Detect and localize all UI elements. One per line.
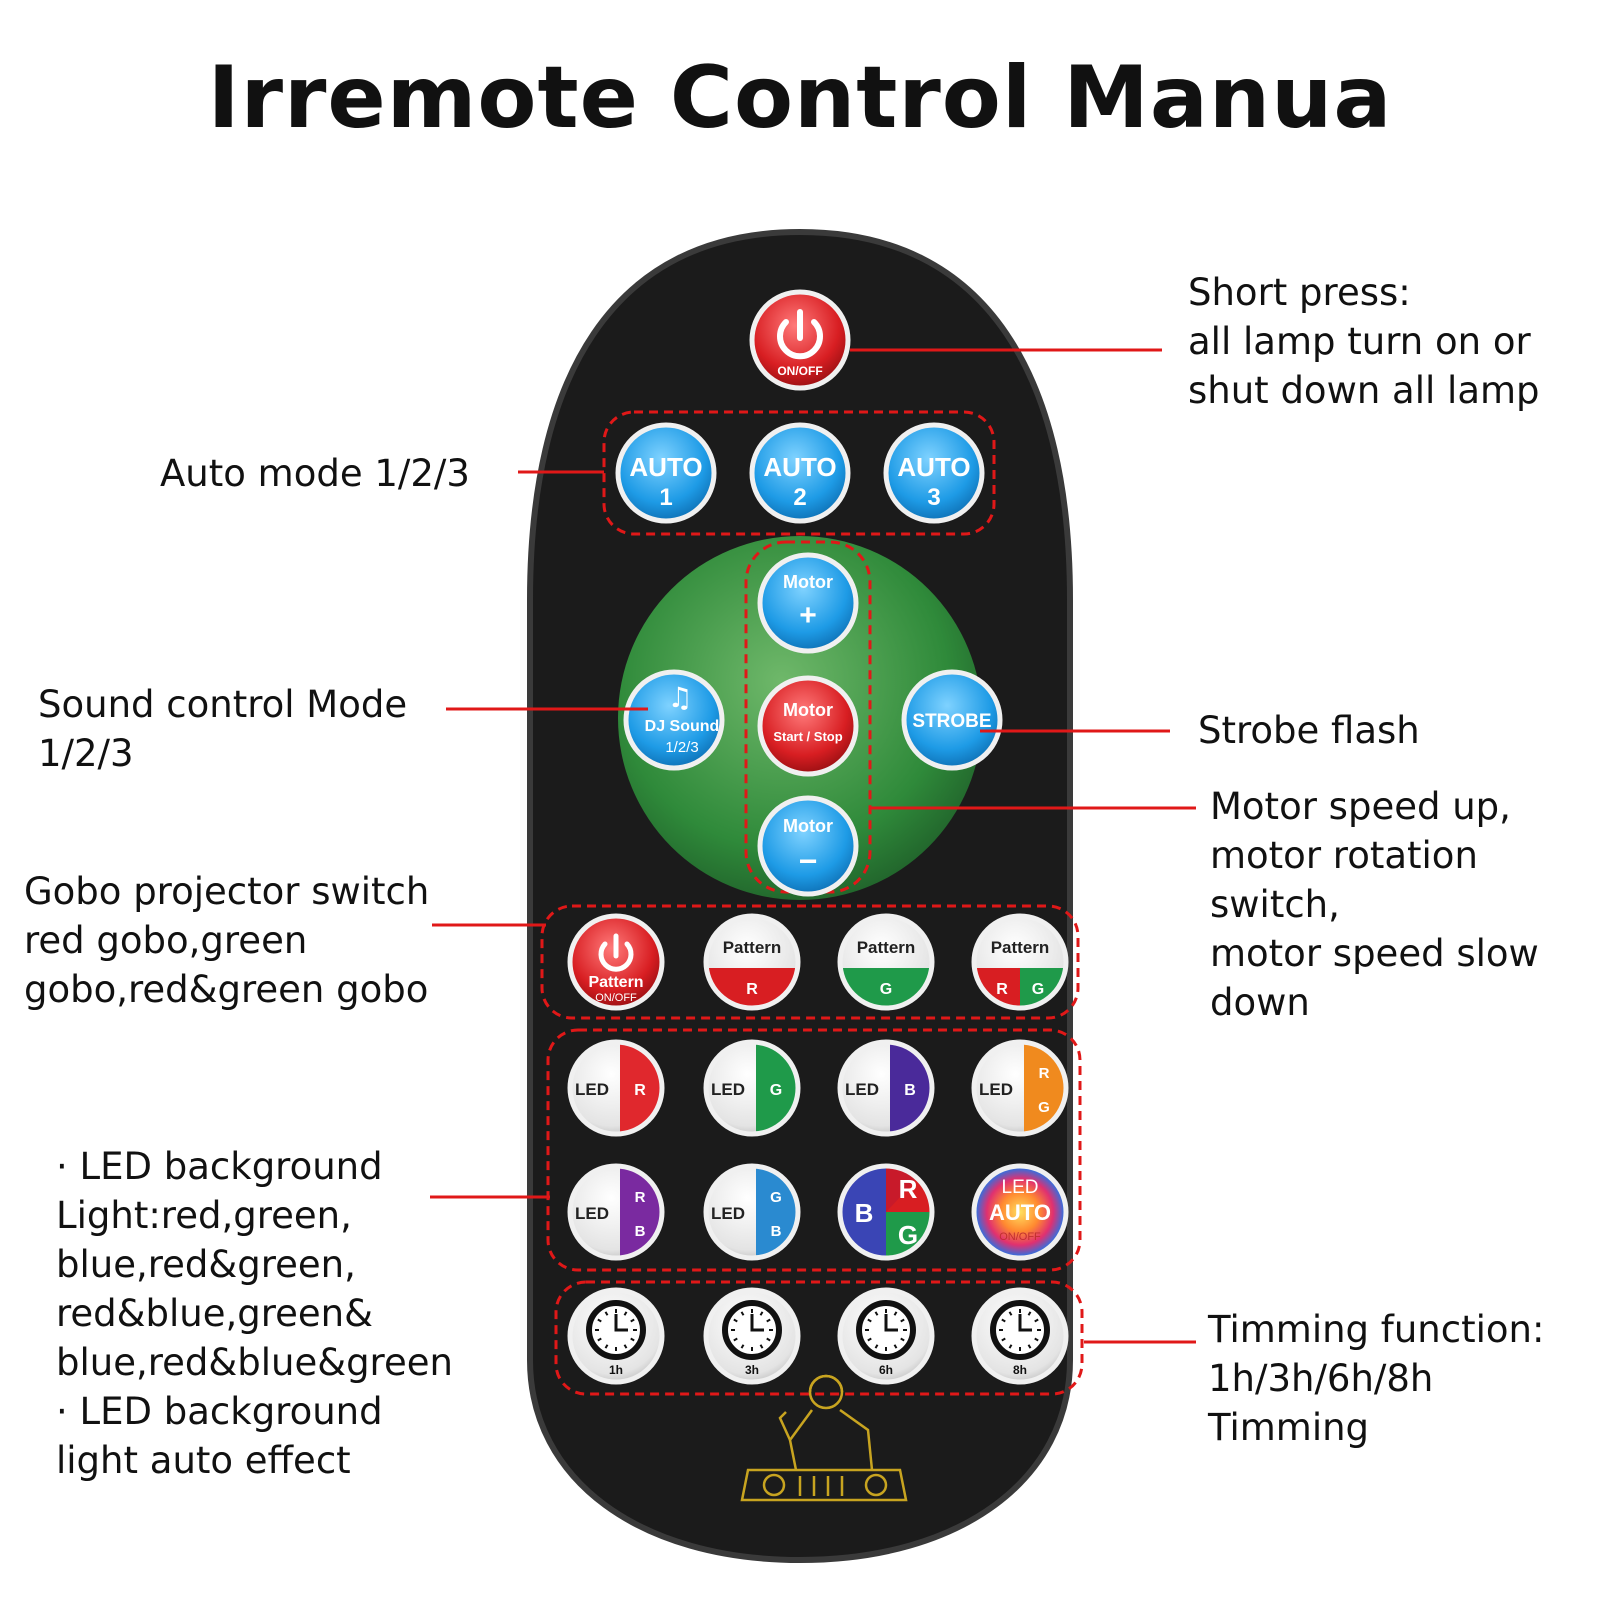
clock-icon [856, 1300, 916, 1360]
pattern-green-letter: G [880, 981, 892, 998]
led-green-blue-top: G [770, 1189, 782, 1206]
strobe-label: STROBE [912, 711, 991, 732]
led-red-green-top: R [1039, 1065, 1050, 1082]
auto-2-number: 2 [793, 484, 806, 511]
timer-3h-label: 3h [745, 1363, 759, 1377]
clock-icon [586, 1300, 646, 1360]
annotation-lines [430, 348, 1196, 1344]
led-auto-button[interactable]: LED AUTO ON/OFF [971, 1163, 1069, 1261]
gobo-annotation: Gobo projector switch red gobo,green gob… [24, 870, 430, 1011]
auto-2-label: AUTO [763, 452, 836, 482]
led-green-right: G [770, 1082, 782, 1099]
motor-annotation: Motor speed up, motor rotation switch, m… [1210, 785, 1539, 1024]
led-red-blue-top: R [635, 1189, 646, 1206]
power-button-label: ON/OFF [777, 364, 822, 378]
auto-3-button[interactable]: AUTO 3 [883, 422, 985, 524]
timer-group-frame [554, 1280, 1084, 1396]
led-auto-top: LED [1002, 1177, 1039, 1198]
led-auto-bottom: ON/OFF [999, 1231, 1041, 1243]
auto-annotation: Auto mode 1/2/3 [160, 452, 470, 495]
timer-1h-button[interactable]: 1h [567, 1287, 665, 1385]
led-green-button[interactable]: LED G [703, 1039, 806, 1140]
dj-sound-sub: 1/2/3 [665, 739, 698, 756]
motor-plus-symbol: + [799, 599, 817, 632]
led-red-green-bottom: G [1038, 1099, 1050, 1116]
pattern-red-letter: R [746, 981, 758, 998]
pattern-group-frame [540, 904, 1080, 1020]
timer-6h-button[interactable]: 6h [837, 1287, 935, 1385]
pattern-red-green-right: G [1032, 981, 1044, 998]
led-rgb-r: R [899, 1174, 918, 1204]
pattern-red-green-left: R [996, 981, 1008, 998]
page-title: Irremote Control Manua [207, 48, 1393, 148]
motor-plus-button[interactable]: Motor + [757, 552, 859, 654]
pattern-red-green-label: Pattern [991, 938, 1050, 957]
dj-decor-icon [740, 1374, 908, 1502]
pattern-red-label: Pattern [723, 938, 782, 957]
auto-3-label: AUTO [897, 452, 970, 482]
pattern-power-button[interactable]: Pattern ON/OFF [567, 913, 665, 1011]
led-green-left: LED [711, 1080, 745, 1099]
strobe-button[interactable]: STROBE [901, 669, 1003, 771]
led-group-frame [546, 1028, 1082, 1272]
led-green-blue-left: LED [711, 1204, 745, 1223]
auto-group-frame [602, 410, 996, 536]
led-rgb-b: B [855, 1198, 874, 1228]
led-blue-left: LED [845, 1080, 879, 1099]
auto-1-button[interactable]: AUTO 1 [615, 422, 717, 524]
motor-plus-label: Motor [783, 572, 833, 592]
pattern-red-green-button[interactable]: Pattern R G [968, 913, 1072, 1018]
timer-annotation: Timming function: 1h/3h/6h/8h Timming [1208, 1308, 1545, 1449]
led-red-green-left: LED [979, 1080, 1013, 1099]
led-auto-middle: AUTO [989, 1200, 1051, 1225]
auto-3-number: 3 [927, 484, 940, 511]
motor-start-stop-button[interactable]: Motor Start / Stop [757, 675, 859, 777]
timer-1h-label: 1h [609, 1363, 623, 1377]
led-red-green-button[interactable]: LED R G [971, 1039, 1074, 1140]
motor-minus-label: Motor [783, 816, 833, 836]
motor-group-frame [744, 540, 872, 894]
auto-1-label: AUTO [629, 452, 702, 482]
pattern-power-label: Pattern [588, 974, 643, 991]
motor-start-stop-label: Motor [783, 700, 833, 720]
strobe-annotation: Strobe flash [1198, 709, 1420, 752]
motor-minus-button[interactable]: Motor − [757, 795, 859, 897]
power-annotation: Short press: all lamp turn on or shut do… [1188, 271, 1540, 412]
auto-2-button[interactable]: AUTO 2 [749, 422, 851, 524]
led-red-blue-left: LED [575, 1204, 609, 1223]
led-rgb-button[interactable]: R G B [822, 1160, 950, 1270]
timer-3h-button[interactable]: 3h [703, 1287, 801, 1385]
motor-minus-symbol: − [799, 843, 818, 879]
led-rgb-g: G [898, 1220, 918, 1250]
led-blue-right: B [904, 1082, 916, 1099]
pattern-power-sub: ON/OFF [595, 992, 637, 1004]
led-red-left: LED [575, 1080, 609, 1099]
led-red-button[interactable]: LED R [567, 1039, 670, 1140]
auto-1-number: 1 [659, 484, 672, 511]
clock-icon [990, 1300, 1050, 1360]
timer-6h-label: 6h [879, 1363, 893, 1377]
motor-start-stop-sub: Start / Stop [773, 729, 842, 744]
power-button[interactable]: ON/OFF [749, 289, 851, 391]
pattern-green-label: Pattern [857, 938, 916, 957]
timer-8h-button[interactable]: 8h [971, 1287, 1069, 1385]
dj-sound-label: DJ Sound [645, 718, 720, 735]
led-red-blue-bottom: B [635, 1223, 646, 1240]
timer-8h-label: 8h [1013, 1363, 1027, 1377]
led-annotation: · LED background Light:red,green, blue,r… [56, 1145, 453, 1482]
sound-annotation: Sound control Mode 1/2/3 [38, 683, 408, 775]
led-red-right: R [634, 1082, 646, 1099]
music-note-icon: ♫ [667, 681, 692, 714]
clock-icon [722, 1300, 782, 1360]
led-green-blue-bottom: B [771, 1223, 782, 1240]
dj-sound-button[interactable]: ♫ DJ Sound 1/2/3 [623, 669, 725, 771]
